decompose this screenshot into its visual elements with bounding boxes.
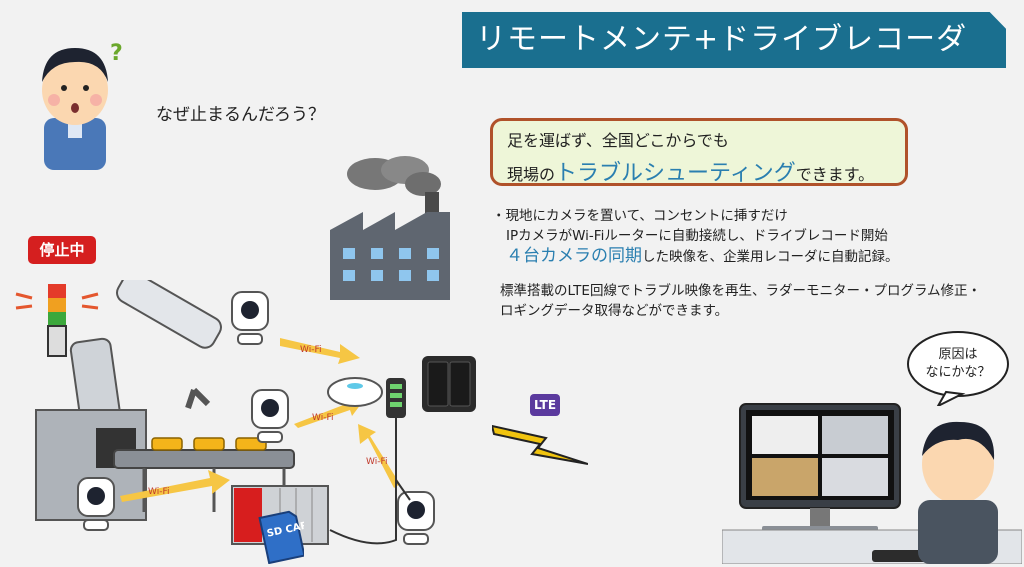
description: ・現地にカメラを置いて、コンセントに挿すだけ IPカメラがWi-Fiルーターに自… <box>492 206 1022 321</box>
svg-text:Wi-Fi: Wi-Fi <box>148 487 169 497</box>
wifi-arrow-3: Wi-Fi <box>120 470 230 502</box>
callout-line1: 足を運ばず、全国どこからでも <box>507 131 729 150</box>
svg-text:Wi-Fi: Wi-Fi <box>300 345 321 355</box>
callout-box: 足を運ばず、全国どこからでも 現場のトラブルシューティングできます。 <box>490 118 908 186</box>
lightning-icon <box>492 424 588 465</box>
svg-text:Wi-Fi: Wi-Fi <box>312 413 333 423</box>
svg-text:Wi-Fi: Wi-Fi <box>366 457 387 467</box>
speech-bubble <box>907 331 1009 406</box>
question-text: なぜ止まるんだろう？ <box>156 105 325 125</box>
bubble-line2: なにかな？ <box>925 365 991 380</box>
recorder-icon <box>422 356 476 412</box>
callout-highlight: トラブルシューティング <box>555 161 796 186</box>
callout-prefix: 現場の <box>507 165 556 184</box>
ip-camera-4-icon <box>397 491 435 545</box>
question-mark-icon: ? <box>110 41 123 66</box>
monitor-illustration <box>722 403 1022 564</box>
bubble-text: 原因は なにかな？ <box>918 346 998 382</box>
network-cables <box>329 418 411 545</box>
ip-camera-2-icon <box>251 389 289 443</box>
factory-illustration <box>330 156 450 300</box>
worker-illustration: ? <box>42 41 123 170</box>
stop-status-badge: 停止中 <box>28 236 96 264</box>
ip-camera-1-icon <box>231 291 269 345</box>
desc-line2: IPカメラがWi-Fiルーターに自動接続し、ドライブレコード開始 <box>506 228 888 244</box>
desc-line1: ・現地にカメラを置いて、コンセントに挿すだけ <box>492 208 788 224</box>
lte-badge: LTE <box>530 394 560 416</box>
desc-highlight: ４台カメラの同期 <box>506 246 642 266</box>
worker-shirt <box>44 118 106 170</box>
wifi-arrow-4: Wi-Fi <box>358 424 400 488</box>
bubble-line1: 原因は <box>938 347 978 362</box>
factory-line-illustration <box>35 280 295 521</box>
network-switch-icon <box>386 378 406 418</box>
ip-camera-3-icon <box>77 477 115 531</box>
callout-suffix: できます。 <box>795 165 875 184</box>
worker-face <box>42 55 108 125</box>
callout-line2: 現場のトラブルシューティングできます。 <box>507 155 891 187</box>
desc-line5: ロギングデータ取得などができます。 <box>500 303 729 319</box>
desc-line3: した映像を、企業用レコーダに自動記録。 <box>642 249 899 265</box>
wifi-router-icon <box>327 377 383 407</box>
desc-line4: 標準搭載のLTE回線でトラブル映像を再生、ラダーモニター・プログラム修正・ <box>500 283 982 299</box>
wifi-arrow-1: Wi-Fi <box>280 338 360 364</box>
page-title: リモートメンテ+ドライブレコーダ <box>462 12 1006 68</box>
signal-tower-icon <box>15 284 99 357</box>
sd-card-icon: SD CARD <box>258 510 304 564</box>
